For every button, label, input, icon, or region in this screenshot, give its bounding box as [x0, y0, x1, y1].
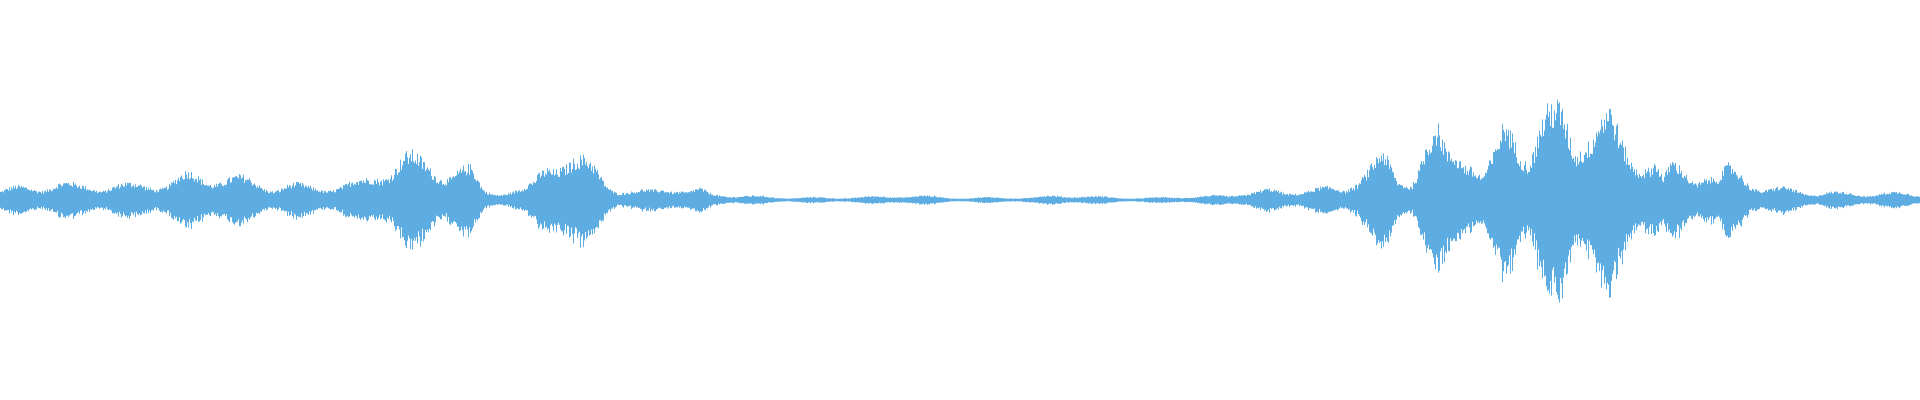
waveform-path [0, 99, 1920, 303]
